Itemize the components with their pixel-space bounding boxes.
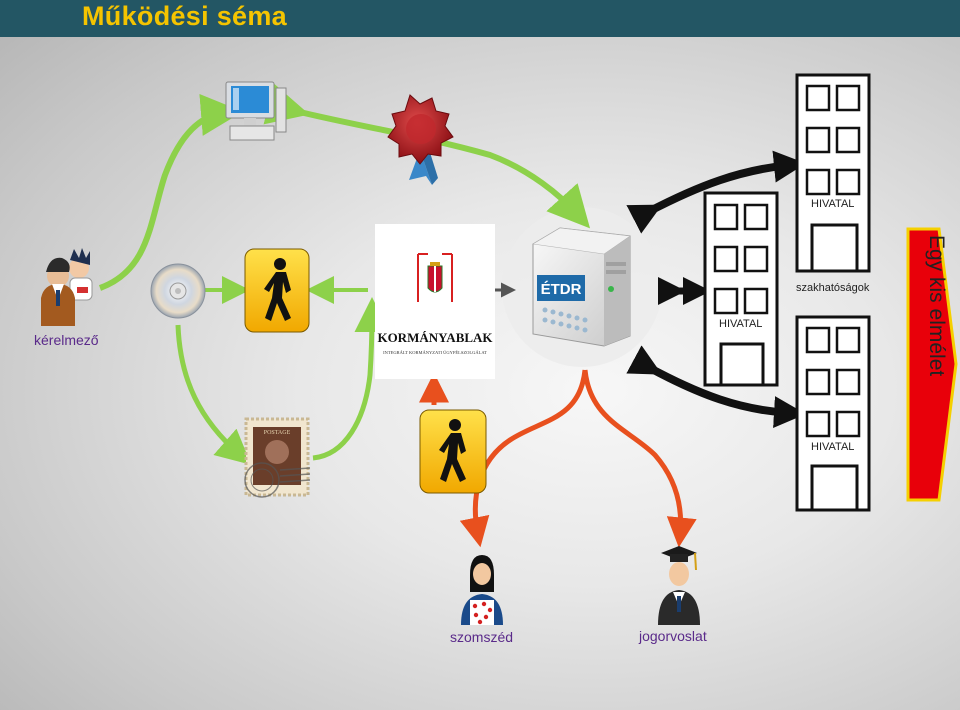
authorities-label: szakhatóságok bbox=[796, 282, 870, 294]
office-subtitle: INTEGRÁLT KORMÁNYZATI ÜGYFÉLSZOLGÁLAT bbox=[383, 350, 487, 355]
building-bottom-label: HIVATAL bbox=[811, 441, 855, 453]
person-icon bbox=[41, 248, 93, 326]
neighbor-label: szomszéd bbox=[450, 629, 514, 645]
arrow-stamp-to-office bbox=[312, 297, 390, 461]
page-title: Működési séma bbox=[82, 1, 287, 31]
pedestrian-icon bbox=[244, 248, 310, 333]
remedy-label: jogorvoslat bbox=[639, 628, 707, 644]
building-top bbox=[795, 73, 871, 273]
arrow-applicant-to-computer bbox=[98, 93, 243, 291]
seal-icon bbox=[387, 94, 454, 185]
woman-icon bbox=[461, 555, 503, 625]
arrow-computer-to-server bbox=[263, 83, 591, 229]
arrow-applicant-to-stamp bbox=[175, 324, 252, 465]
computer-icon bbox=[225, 81, 287, 141]
title-bar: Működési séma bbox=[0, 0, 960, 37]
arrow-server-to-remedy bbox=[582, 369, 697, 548]
office-name: KORMÁNYABLAK bbox=[377, 330, 493, 345]
theory-banner-text[interactable]: Egy kis elmélet bbox=[925, 235, 948, 377]
theory-banner bbox=[906, 227, 958, 502]
building-bottom bbox=[795, 315, 871, 512]
stamp-text: POSTAGE bbox=[264, 430, 291, 436]
kormanyablak-logo: KORMÁNYABLAK INTEGRÁLT KORMÁNYZATI ÜGYFÉ… bbox=[375, 224, 495, 379]
server-logo: ÉTDR bbox=[541, 281, 582, 298]
building-top-label: HIVATAL bbox=[811, 198, 855, 210]
arrow-server-authority-top bbox=[626, 150, 806, 234]
building-middle-label: HIVATAL bbox=[719, 318, 763, 330]
cd-icon bbox=[150, 263, 206, 319]
building-middle bbox=[703, 191, 779, 387]
server-icon: ÉTDR bbox=[532, 227, 631, 347]
graduate-icon bbox=[658, 546, 700, 625]
stamp-icon: POSTAGE bbox=[244, 417, 311, 498]
applicant-label: kérelmező bbox=[34, 332, 99, 348]
arrow-server-authority-bottom bbox=[626, 345, 806, 429]
pedestrian-icon-2 bbox=[419, 409, 487, 494]
arrow-server-to-neighbor bbox=[459, 369, 588, 548]
